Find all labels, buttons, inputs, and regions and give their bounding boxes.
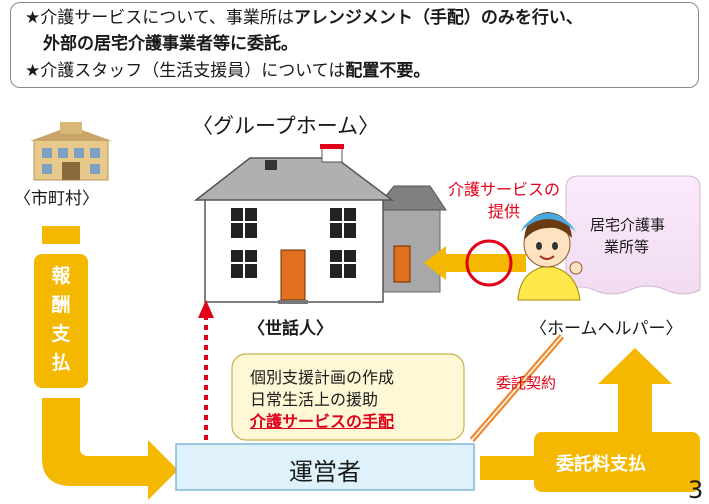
caretaker-label: 〈世話人〉: [248, 319, 333, 339]
group-home-label: 〈グループホーム〉: [192, 114, 380, 138]
municipality-label: 〈市町村〉: [14, 189, 99, 209]
operator-box: [175, 443, 475, 491]
note-line-2: 外部の居宅介護事業者等に委託。: [43, 33, 298, 55]
support-line-1: 個別支援計画の作成: [250, 368, 395, 387]
page-number: 3: [688, 476, 704, 504]
caretaker-assignment-arrow: [198, 300, 214, 440]
note-line-2-emphasis: 外部の居宅介護事業者等に委託。: [43, 34, 298, 54]
note-line-1: ★介護サービスについて、事業所はアレンジメント（手配）のみを行い、: [25, 7, 583, 29]
note-line-3-text: ★介護スタッフ（生活支援員）については: [25, 61, 346, 81]
consignment-fee-label: 委託料支払: [556, 454, 646, 475]
notes-box: ★介護サービスについて、事業所はアレンジメント（手配）のみを行い、 外部の居宅介…: [10, 2, 699, 88]
remuneration-label: 報 酬 支 払: [34, 262, 88, 378]
support-tasks-box: [231, 353, 465, 441]
home-care-office-label-1: 居宅介護事: [590, 216, 666, 234]
remuneration-char-1: 報: [51, 265, 71, 287]
remuneration-char-4: 払: [51, 352, 71, 374]
home-helper-icon: [517, 212, 583, 301]
note-line-3-emphasis: 配置不要。: [345, 61, 431, 81]
support-line-2: 日常生活上の援助: [250, 390, 379, 409]
support-line-3: 介護サービスの手配: [250, 412, 395, 431]
remuneration-char-2: 酬: [51, 294, 71, 316]
operator-label: 運営者: [289, 458, 361, 486]
group-home-house-icon: [193, 144, 447, 304]
consignment-contract-line: [469, 334, 565, 442]
service-provision-arrow: [424, 239, 526, 287]
note-line-1-text: ★介護サービスについて、事業所は: [25, 8, 294, 28]
note-line-1-emphasis: アレンジメント（手配）のみを行い、: [293, 8, 583, 28]
service-provision-label-2: 提供: [488, 202, 521, 221]
consignment-fee-arrow: [480, 348, 700, 492]
home-care-office-label-2: 業所等: [604, 238, 650, 256]
municipality-building-icon: [30, 122, 112, 181]
remuneration-arrow: [34, 226, 178, 500]
home-helper-label: 〈ホームヘルパー〉: [530, 319, 683, 339]
service-provision-label-1: 介護サービスの: [448, 180, 561, 199]
note-line-3: ★介護スタッフ（生活支援員）については配置不要。: [25, 60, 430, 82]
home-care-office-box: [565, 175, 701, 295]
remuneration-char-3: 支: [51, 323, 71, 345]
consignment-contract-label: 委託契約: [496, 374, 557, 392]
